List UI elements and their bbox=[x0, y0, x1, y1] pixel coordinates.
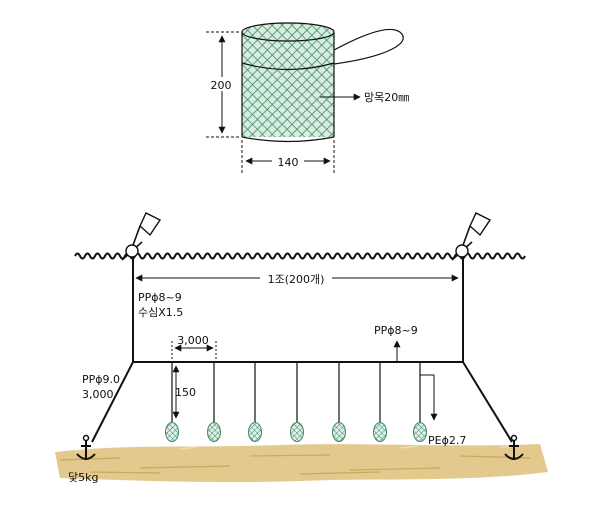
trap-body bbox=[242, 32, 334, 137]
small-trap bbox=[332, 422, 346, 442]
width-label: 140 bbox=[278, 156, 299, 169]
right-buoy-flag bbox=[451, 212, 492, 261]
left-buoy-flag bbox=[121, 212, 162, 261]
left-anchor-icon bbox=[76, 434, 96, 460]
vertical-rope-spec: PPϕ8~9 bbox=[138, 291, 182, 304]
main-line-spec: PPϕ8~9 bbox=[374, 324, 418, 337]
height-label: 200 bbox=[211, 79, 232, 92]
trap-middle-ring bbox=[241, 62, 335, 71]
branch-line-spec: PEϕ2.7 bbox=[428, 434, 466, 447]
left-anchor-line bbox=[91, 361, 134, 443]
small-trap bbox=[413, 422, 427, 442]
branch-lines bbox=[165, 362, 427, 442]
right-anchor-line bbox=[462, 361, 513, 443]
vertical-rope-depth: 수심X1.5 bbox=[138, 306, 183, 319]
anchor-line-spec: PPϕ9.0 bbox=[82, 373, 120, 386]
small-trap bbox=[373, 422, 387, 442]
rope-system bbox=[91, 258, 513, 443]
mesh-size-label: 망목20㎜ bbox=[364, 91, 409, 104]
trap-detail: 200 140 망목20㎜ bbox=[206, 22, 409, 174]
trap-bottom-rim bbox=[241, 136, 335, 143]
branch-line-pointer bbox=[420, 374, 438, 421]
seabed bbox=[55, 444, 548, 483]
anchor-weight-label: 닻5kg bbox=[68, 471, 98, 484]
spacing-label: 3,000 bbox=[177, 334, 209, 347]
trap-top-rim bbox=[241, 22, 335, 42]
small-trap bbox=[207, 422, 221, 442]
set-length-label: 1조(200개) bbox=[268, 273, 325, 286]
right-buoy bbox=[455, 244, 469, 258]
small-trap bbox=[248, 422, 262, 442]
anchor-line-length: 3,000 bbox=[82, 388, 114, 401]
sea-surface-wave bbox=[74, 252, 526, 260]
branch-length-label: 150 bbox=[175, 386, 196, 399]
trap-handle bbox=[333, 28, 404, 65]
small-trap bbox=[165, 422, 179, 442]
right-anchor-icon bbox=[504, 434, 524, 460]
left-buoy bbox=[125, 244, 139, 258]
small-trap bbox=[290, 422, 304, 442]
